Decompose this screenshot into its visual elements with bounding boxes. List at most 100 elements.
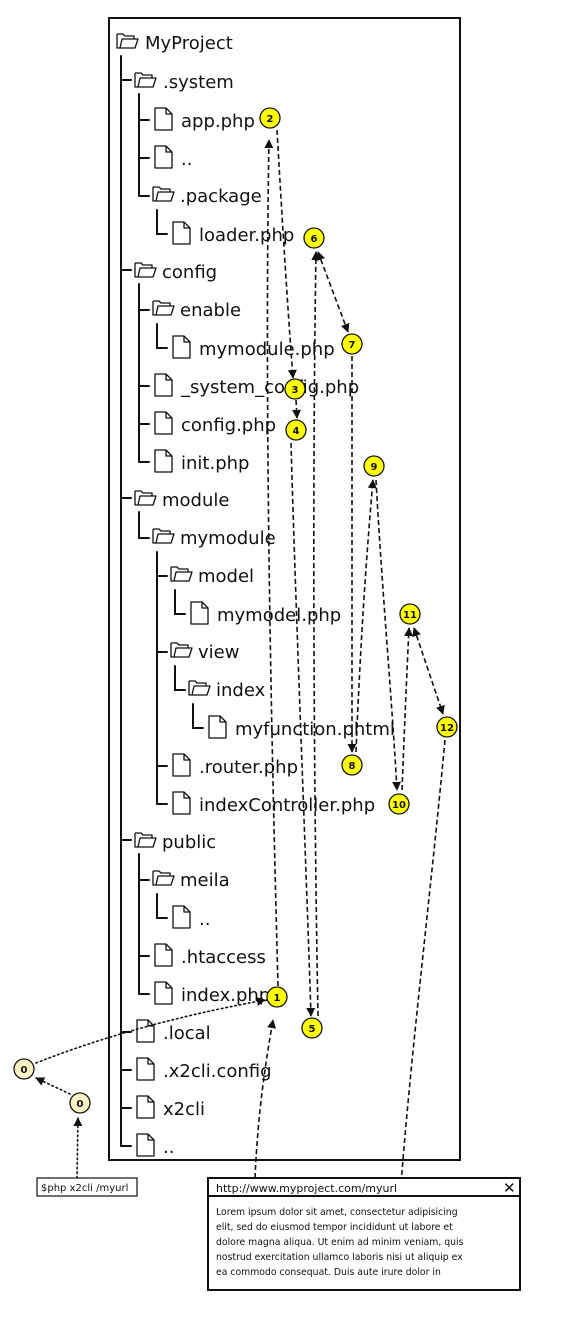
flow-arrow [316, 251, 350, 333]
file-icon [154, 411, 173, 435]
tree-item[interactable]: index [188, 680, 266, 701]
step-badge-6: 6 [303, 227, 325, 249]
tree-item-label: .. [181, 149, 192, 170]
flow-arrow [254, 1019, 277, 1179]
tree-item[interactable]: view [170, 642, 239, 663]
tree-item[interactable]: model [170, 566, 254, 587]
tree-item-label: _system_config.php [180, 377, 359, 398]
tree-item[interactable]: init.php [154, 449, 249, 474]
tree-item[interactable]: .htaccess [154, 943, 266, 968]
tree-item-label: x2cli [163, 1099, 205, 1120]
tree-item-label: .. [163, 1137, 174, 1158]
file-icon [172, 335, 191, 359]
tree-item-label: loader.php [199, 225, 294, 246]
tree-item[interactable]: .. [136, 1133, 174, 1158]
flow-arrow [375, 479, 402, 791]
tree-item[interactable]: .system [134, 72, 234, 93]
tree-item-label: view [198, 642, 239, 663]
tree-item-label: .htaccess [181, 947, 266, 968]
tree-item[interactable]: x2cli [136, 1095, 205, 1120]
file-icon [136, 1133, 155, 1157]
tree-item-label: init.php [181, 453, 249, 474]
tree-item-label: .package [180, 186, 262, 207]
step-badge-4: 4 [285, 419, 307, 441]
file-icon [208, 715, 227, 739]
tree-item[interactable]: .. [172, 905, 210, 930]
file-icon [172, 791, 191, 815]
step-badge-label: 0 [21, 1065, 28, 1076]
tree-item-label: .. [199, 909, 210, 930]
step-badge-2: 2 [259, 107, 281, 129]
step-badge-label: 12 [440, 723, 454, 734]
step-badge-1: 1 [266, 986, 288, 1008]
file-icon [154, 449, 173, 473]
file-icon [154, 107, 173, 131]
tree-item[interactable]: myfunction.phtml [208, 715, 395, 740]
tree-item[interactable]: .local [136, 1019, 211, 1044]
tree-item-label: module [162, 490, 229, 511]
tree-item-label: mymodule [180, 528, 276, 549]
flow-arrow [264, 139, 279, 987]
tree-item[interactable]: config [134, 262, 217, 283]
file-icon [172, 753, 191, 777]
tree-item[interactable]: loader.php [172, 221, 294, 246]
browser-body-line: nostrud exercitation ullamco laboris nis… [216, 1252, 463, 1263]
tree-item[interactable]: meila [152, 870, 230, 891]
tree-item[interactable]: indexController.php [172, 791, 375, 816]
tree-item[interactable]: _system_config.php [154, 373, 359, 398]
tree-item[interactable]: .router.php [172, 753, 298, 778]
tree-item-label: model [198, 566, 254, 587]
tree-item[interactable]: mymodel.php [190, 601, 341, 626]
tree-item[interactable]: .x2cli.config [136, 1057, 272, 1082]
tree-item[interactable]: app.php [154, 107, 255, 132]
step-badge-label: 4 [293, 426, 300, 437]
tree-root-label: MyProject [145, 33, 233, 54]
tree-item[interactable]: mymodule [152, 528, 276, 549]
tree-item-label: index [216, 680, 266, 701]
step-badge-11: 11 [399, 603, 421, 625]
flow-arrow [412, 627, 445, 715]
step-badge-label: 7 [349, 340, 356, 351]
step-badge-3: 3 [284, 378, 306, 400]
close-icon[interactable]: ✕ [503, 1179, 516, 1197]
flow-arrow [292, 399, 302, 419]
tree-item[interactable]: module [134, 490, 229, 511]
step-badge-8: 8 [341, 754, 363, 776]
tree-item[interactable]: public [134, 832, 216, 853]
browser-url: http://www.myproject.com/myurl [216, 1182, 397, 1195]
tree-item[interactable]: config.php [154, 411, 276, 436]
step-badge-5: 5 [301, 1017, 323, 1039]
step-badge-label: 11 [403, 610, 417, 621]
tree-item[interactable]: index.php [154, 981, 270, 1006]
flow-arrow [276, 129, 297, 379]
tree-item-label: myfunction.phtml [235, 719, 395, 740]
tree-item[interactable]: .. [154, 145, 192, 170]
step-badge-label: 3 [292, 385, 299, 396]
file-icon [190, 601, 209, 625]
browser-body-line: Lorem ipsum dolor sit amet, consectetur … [216, 1207, 458, 1218]
tree-item-label: indexController.php [199, 795, 375, 816]
tree-root[interactable]: MyProject [116, 33, 233, 54]
tree-item[interactable]: enable [152, 300, 241, 321]
tree-connector-lines [120, 55, 204, 1147]
flow-arrow [355, 479, 377, 753]
flow-arrow [396, 739, 446, 1199]
command-box[interactable]: $php x2cli /myurl [36, 1177, 138, 1197]
step-badge-10: 10 [388, 793, 410, 815]
tree-item[interactable]: .package [152, 186, 262, 207]
tree-item-label: .local [163, 1023, 211, 1044]
step-badge-label: 5 [309, 1024, 316, 1035]
tree-item-label: meila [180, 870, 230, 891]
flow-arrow [401, 627, 414, 791]
browser-window[interactable]: http://www.myproject.com/myurl ✕ Lorem i… [207, 1177, 521, 1291]
file-icon [136, 1057, 155, 1081]
tree-item-label: mymodel.php [217, 605, 341, 626]
step-badge-0: 0 [13, 1058, 35, 1080]
step-badge-7: 7 [341, 333, 363, 355]
step-badge-label: 8 [349, 761, 356, 772]
step-badge-label: 1 [274, 993, 281, 1004]
step-badge-label: 0 [77, 1099, 84, 1110]
command-text: $php x2cli /myurl [41, 1183, 128, 1194]
tree-item-label: index.php [181, 985, 270, 1006]
